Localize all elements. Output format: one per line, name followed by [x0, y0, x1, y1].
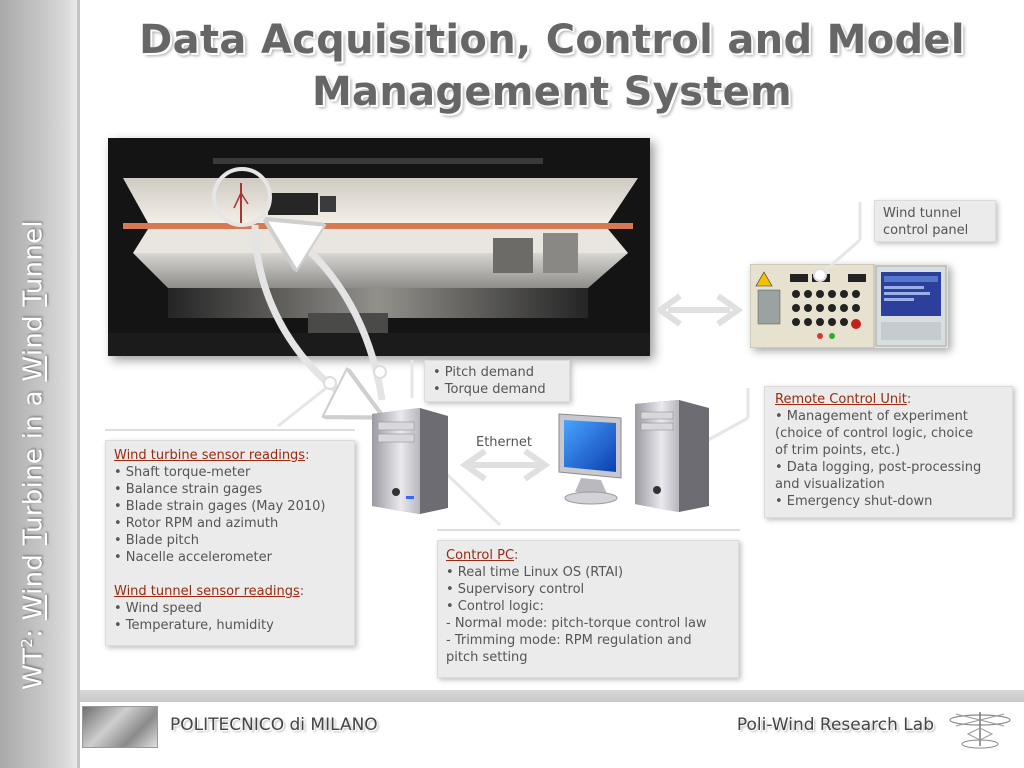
panel-label-line: control panel — [883, 223, 969, 238]
list-item: • Blade pitch — [114, 533, 200, 548]
footer-university: POLITECNICO di MILANO — [170, 715, 378, 735]
pitch-demand-item: • Pitch demand — [433, 365, 534, 380]
list-item: of trim points, etc.) — [775, 443, 901, 458]
list-item: • Control logic: — [446, 599, 544, 614]
demand-box: • Pitch demand • Torque demand — [424, 360, 570, 402]
list-item: • Balance strain gages — [114, 482, 263, 497]
remote-control-unit-icon — [558, 400, 709, 512]
remote-control-heading: Remote Control Unit: — [775, 392, 912, 407]
list-item: (choice of control logic, choice — [775, 426, 974, 441]
footer-building-thumbnail — [82, 706, 158, 748]
sensor-arrow — [251, 224, 365, 408]
torque-demand-item: • Torque demand — [433, 382, 546, 397]
list-item: • Supervisory control — [446, 582, 585, 597]
turbine-highlight-circle — [212, 167, 272, 227]
footer-bar — [80, 690, 1024, 702]
side-band — [0, 0, 80, 768]
tunnel-panel-double-arrow — [654, 293, 744, 327]
slide-title: Data Acquisition, Control and Model Mana… — [80, 14, 1024, 118]
panel-label-line: Wind tunnel — [883, 206, 962, 221]
list-item: • Data logging, post-processing — [775, 460, 982, 475]
lab-logo-icon — [949, 712, 1011, 749]
wind-tunnel-sensor-heading: Wind tunnel sensor readings: — [114, 584, 305, 599]
list-item: and visualization — [775, 477, 885, 492]
list-item: • Shaft torque-meter — [114, 465, 251, 480]
list-item: • Wind speed — [114, 601, 202, 616]
list-item: • Temperature, humidity — [114, 618, 274, 633]
list-item: • Emergency shut-down — [775, 494, 933, 509]
control-panel-photo — [750, 264, 948, 348]
wind-turbine-sensor-heading: Wind turbine sensor readings: — [114, 448, 310, 463]
list-item: • Management of experiment — [775, 409, 968, 424]
ethernet-label: Ethernet — [476, 435, 532, 450]
wind-tunnel-panel-label: Wind tunnel control panel — [874, 200, 996, 242]
control-pc-icon — [372, 408, 448, 514]
footer-lab: Poli-Wind Research Lab — [736, 715, 934, 735]
list-item: • Blade strain gages (May 2010) — [114, 499, 326, 514]
slide-title-line2: Management System — [311, 69, 793, 115]
control-pc-box: Control PC: • Real time Linux OS (RTAI) … — [437, 540, 739, 678]
slide-title-line1: Data Acquisition, Control and Model — [139, 17, 965, 63]
list-item: • Real time Linux OS (RTAI) — [446, 565, 624, 580]
wind-tunnel-photo — [108, 138, 650, 356]
ethernet-double-arrow — [459, 448, 551, 482]
list-item: - Trimming mode: RPM regulation and — [446, 633, 692, 648]
control-pc-heading: Control PC: — [446, 548, 519, 563]
list-item: pitch setting — [446, 650, 528, 665]
sensor-readings-box: Wind turbine sensor readings: • Shaft to… — [105, 440, 355, 646]
remote-control-unit-box: Remote Control Unit: • Management of exp… — [764, 386, 1013, 518]
list-item: • Nacelle accelerometer — [114, 550, 272, 565]
demand-arrow — [282, 230, 386, 401]
list-item: - Normal mode: pitch-torque control law — [446, 616, 707, 631]
list-item: • Rotor RPM and azimuth — [114, 516, 279, 531]
